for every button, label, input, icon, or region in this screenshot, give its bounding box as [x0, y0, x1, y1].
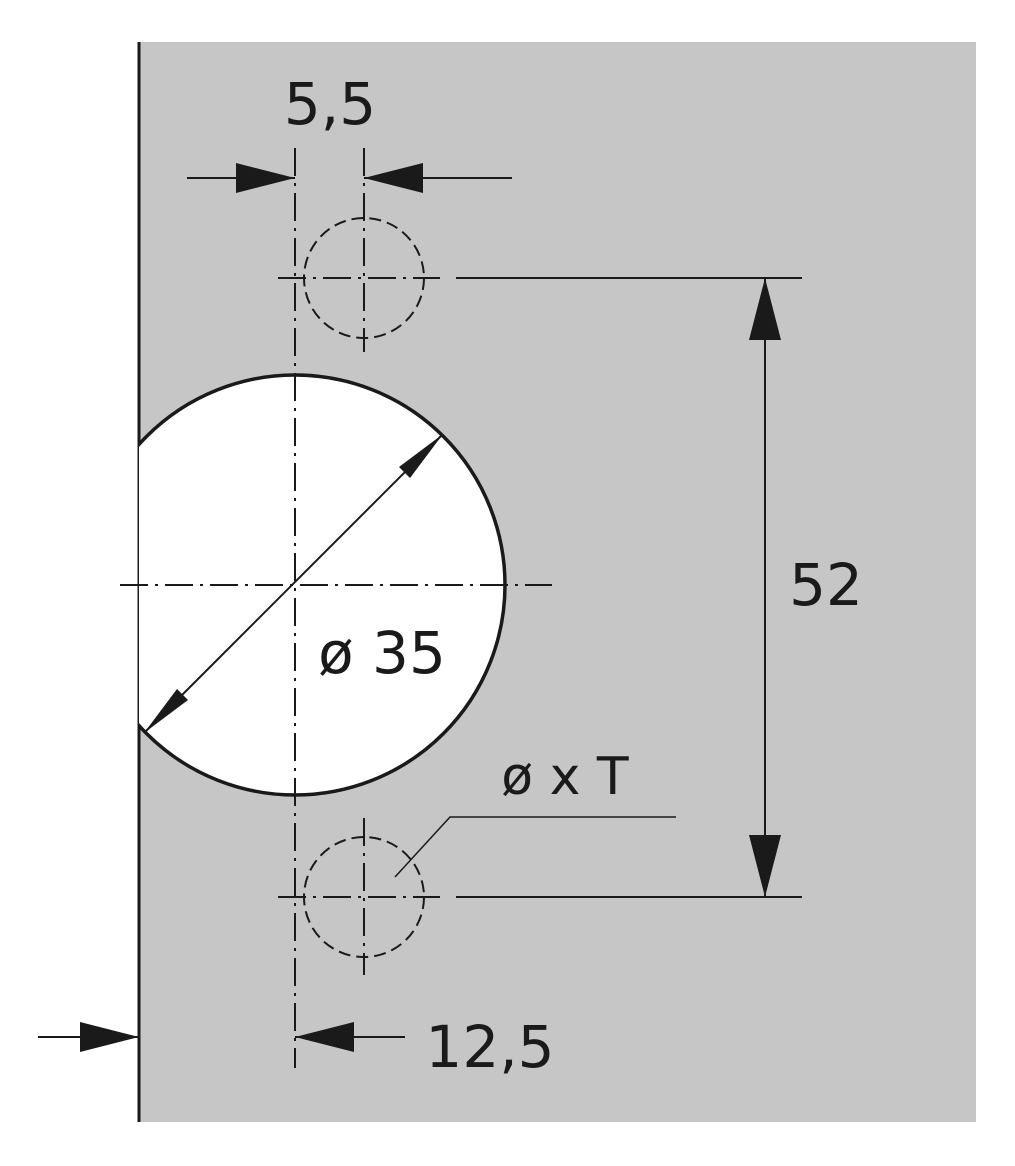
dim-52-top-arrow [749, 278, 781, 340]
dim-edge-distance-label: 12,5 [425, 1013, 554, 1081]
dim-35-top-arrow [399, 434, 443, 478]
dim-12-5-left-arrow [80, 1022, 139, 1052]
dim-5-5-left-arrow [236, 163, 295, 193]
dim-hole-spacing-label: 5,5 [284, 70, 376, 138]
dim-5-5-right-arrow [364, 163, 423, 193]
dim-screw-spacing-label: 52 [789, 551, 863, 619]
dim-35-bottom-arrow [144, 689, 188, 733]
dim-12-5-right-arrow [295, 1022, 354, 1052]
dim-52-bottom-arrow [749, 835, 781, 897]
dim-35-diagonal [143, 433, 444, 734]
dim-cup-diameter-label: ø 35 [318, 619, 446, 687]
screw-hole-leader [394, 816, 676, 878]
dim-screw-hole-label: ø x T [501, 747, 629, 807]
